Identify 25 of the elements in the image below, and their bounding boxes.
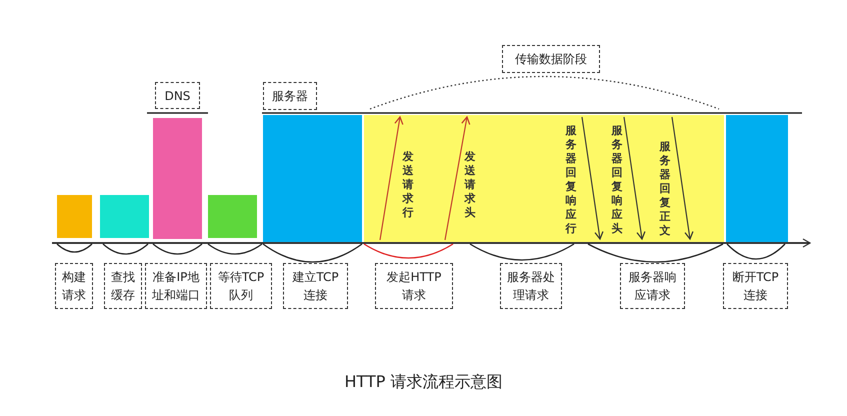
timeline-bar [364, 115, 724, 242]
step-label: 服务器处理请求 [500, 263, 562, 309]
arrow-label: 服务器回复响应行 [565, 124, 577, 236]
timeline-bar [208, 195, 257, 238]
arrow-label: 服务器回复响应头 [611, 124, 623, 236]
timeline-bar [100, 195, 149, 238]
timeline-bar [153, 118, 202, 239]
server-label: 服务器 [263, 82, 317, 110]
phase-label: 传输数据阶段 [502, 45, 600, 73]
step-label: 断开TCP连接 [723, 263, 788, 309]
step-label: 准备IP地址和端口 [145, 263, 207, 309]
arrow-label: 服务器回复正文 [659, 140, 671, 238]
step-label: 等待TCP队列 [210, 263, 272, 309]
caption: HTTP 请求流程示意图 [344, 372, 503, 391]
timeline-bar [263, 115, 362, 242]
step-label: 发起HTTP请求 [375, 263, 453, 309]
step-label: 服务器响应请求 [620, 263, 685, 309]
arrow-label: 发送请求头 [464, 150, 476, 220]
timeline-bar [57, 195, 92, 238]
step-label: 建立TCP连接 [283, 263, 348, 309]
timeline-bar [726, 115, 788, 242]
server-label: DNS [155, 82, 200, 109]
step-label: 查找缓存 [104, 263, 142, 309]
step-label: 构建请求 [55, 263, 93, 309]
arrow-label: 发送请求行 [402, 150, 414, 220]
